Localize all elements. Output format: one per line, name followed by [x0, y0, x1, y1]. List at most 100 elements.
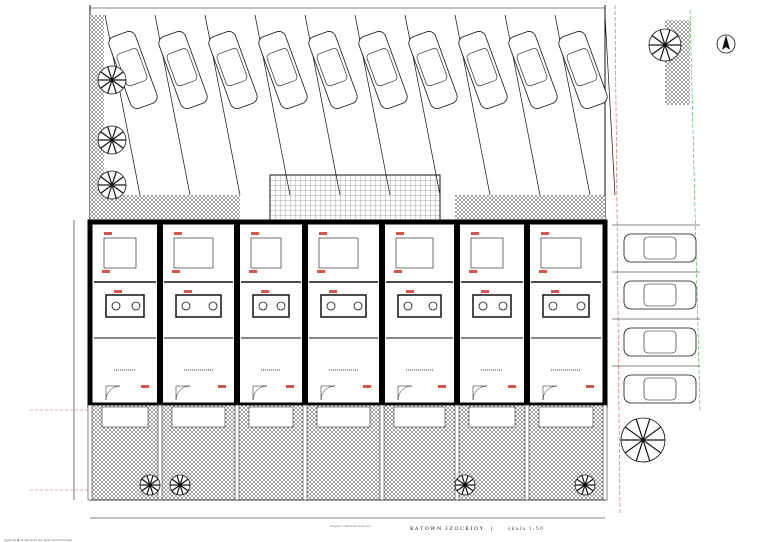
- tree-icon: [648, 28, 682, 62]
- tree-branch: [179, 484, 189, 492]
- car-body: [408, 31, 458, 109]
- car-body: [558, 31, 608, 109]
- tree-branch: [111, 176, 124, 186]
- car-icon: [208, 31, 258, 109]
- washbasin: [403, 301, 413, 311]
- bathroom: [252, 294, 290, 318]
- tree-branch: [107, 171, 113, 186]
- tree-branch: [111, 126, 117, 141]
- tree-branch: [149, 478, 159, 486]
- tree-branch: [111, 171, 117, 186]
- bed: [250, 237, 282, 269]
- tree-branch: [149, 484, 154, 495]
- tree-icon: [454, 474, 476, 496]
- apartment-unit: [241, 232, 301, 401]
- car-icon: [623, 280, 697, 310]
- door-marker: [541, 232, 549, 235]
- tree-branch: [100, 71, 113, 81]
- tree-icon: [97, 125, 127, 155]
- door-marker: [102, 270, 110, 273]
- door-marker: [114, 290, 122, 293]
- drawing-title: KATOWN IZOCKIOY |: [410, 526, 494, 532]
- tree-icon: [97, 65, 127, 95]
- tree-branch: [664, 29, 671, 46]
- car-icon: [458, 31, 508, 109]
- title-text: KATOWN IZOCKIOY: [410, 526, 485, 532]
- car-roof: [216, 48, 248, 87]
- door-swing-icon: [252, 385, 268, 401]
- tree-branch: [464, 484, 469, 495]
- tree-branch: [642, 418, 651, 441]
- car-body: [458, 31, 508, 109]
- door-marker: [261, 290, 269, 293]
- tree-branch: [111, 184, 124, 194]
- car-icon: [158, 31, 208, 109]
- tree-branch: [107, 126, 113, 141]
- tree-branch: [171, 484, 181, 492]
- garden-fence: [234, 404, 240, 501]
- toilet: [428, 301, 438, 311]
- washbasin: [181, 301, 191, 311]
- terrace: [468, 406, 516, 428]
- car-roof: [516, 48, 548, 87]
- bed: [470, 237, 504, 269]
- terrace: [171, 406, 226, 428]
- north-needle: [722, 35, 730, 50]
- car-body: [208, 31, 258, 109]
- tree-branch: [635, 418, 644, 441]
- car-body: [358, 31, 408, 109]
- door-marker: [586, 385, 594, 388]
- toilet: [131, 301, 141, 311]
- tree-branch: [651, 35, 666, 46]
- car-roof: [316, 48, 348, 87]
- tree-branch: [461, 475, 466, 486]
- bed: [395, 237, 434, 269]
- tree-branch: [107, 66, 113, 81]
- tree-branch: [179, 478, 189, 486]
- tree-branch: [149, 475, 154, 486]
- garden-fence: [87, 404, 93, 501]
- door-marker: [394, 270, 402, 273]
- door-marker: [251, 232, 259, 235]
- toilet: [276, 301, 286, 311]
- door-swing-icon: [105, 385, 121, 401]
- toilet: [353, 301, 363, 311]
- garden-fence: [302, 404, 308, 501]
- bathroom: [472, 294, 512, 318]
- washbasin: [548, 301, 558, 311]
- car-body: [508, 31, 558, 109]
- tree-branch: [171, 478, 181, 486]
- tree-branch: [461, 484, 466, 495]
- bed: [103, 237, 137, 269]
- tree-icon: [574, 474, 596, 496]
- tree-branch: [659, 29, 666, 46]
- door-swing-icon: [397, 385, 413, 401]
- car-icon: [358, 31, 408, 109]
- apartment-unit: [531, 232, 601, 401]
- party-wall: [454, 222, 460, 405]
- door-swing-icon: [542, 385, 558, 401]
- door-swing-icon: [175, 385, 191, 401]
- apartment-unit: [386, 232, 453, 401]
- terrace: [316, 406, 371, 428]
- door-marker: [329, 290, 337, 293]
- garden-fence: [379, 404, 385, 501]
- bathroom: [320, 294, 367, 318]
- tree-branch: [111, 79, 124, 89]
- tree-icon: [169, 474, 191, 496]
- toilet: [576, 301, 586, 311]
- car-roof: [366, 48, 398, 87]
- bathroom: [175, 294, 222, 318]
- washbasin: [258, 301, 268, 311]
- car-body: [623, 233, 697, 263]
- door-marker: [218, 385, 226, 388]
- bathroom: [397, 294, 442, 318]
- tree-branch: [642, 439, 651, 462]
- party-wall: [379, 222, 385, 405]
- bathroom: [542, 294, 590, 318]
- bed: [318, 237, 359, 269]
- bathroom: [105, 294, 145, 318]
- tree-branch: [146, 484, 151, 495]
- car-roof: [416, 48, 448, 87]
- dimension-caption: długość całkowita budynku: [330, 524, 371, 528]
